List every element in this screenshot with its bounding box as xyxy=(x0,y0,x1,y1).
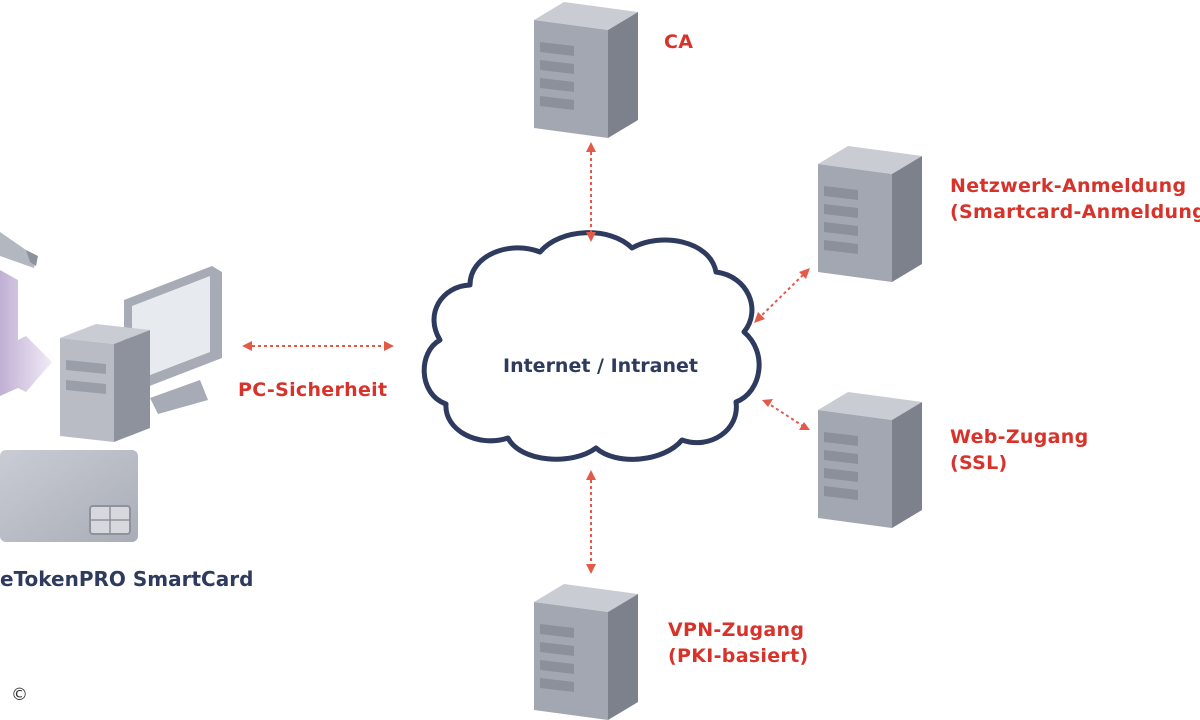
pc-security-label: PC-Sicherheit xyxy=(238,379,388,401)
network-server-icon xyxy=(818,146,922,282)
connection-arrows xyxy=(246,146,807,570)
web-server-icon xyxy=(818,392,922,528)
network-login-label: Netzwerk-Anmeldung xyxy=(950,175,1187,197)
cloud-icon xyxy=(421,230,762,462)
product-label: eTokenPRO SmartCard xyxy=(0,567,254,591)
network-connection-arrow xyxy=(757,271,807,320)
computer-icon xyxy=(60,266,222,442)
vpn-server-icon xyxy=(534,584,638,720)
web-access-sublabel: (SSL) xyxy=(950,452,1008,474)
smartcard-icon xyxy=(0,450,138,542)
vpn-access-label: VPN-Zugang xyxy=(668,619,805,641)
ca-server-icon xyxy=(534,2,638,138)
copyright-icon: © xyxy=(11,685,28,705)
web-connection-arrow xyxy=(765,401,807,429)
web-access-label: Web-Zugang xyxy=(950,426,1089,448)
arrowheads xyxy=(242,142,810,574)
arrow-right-icon xyxy=(0,270,52,396)
ca-label: CA xyxy=(664,31,694,53)
usb-token-icon xyxy=(0,232,38,268)
cloud-label: Internet / Intranet xyxy=(503,355,698,377)
vpn-access-sublabel: (PKI-basiert) xyxy=(668,645,809,667)
network-login-sublabel: (Smartcard-Anmeldung xyxy=(950,201,1200,223)
